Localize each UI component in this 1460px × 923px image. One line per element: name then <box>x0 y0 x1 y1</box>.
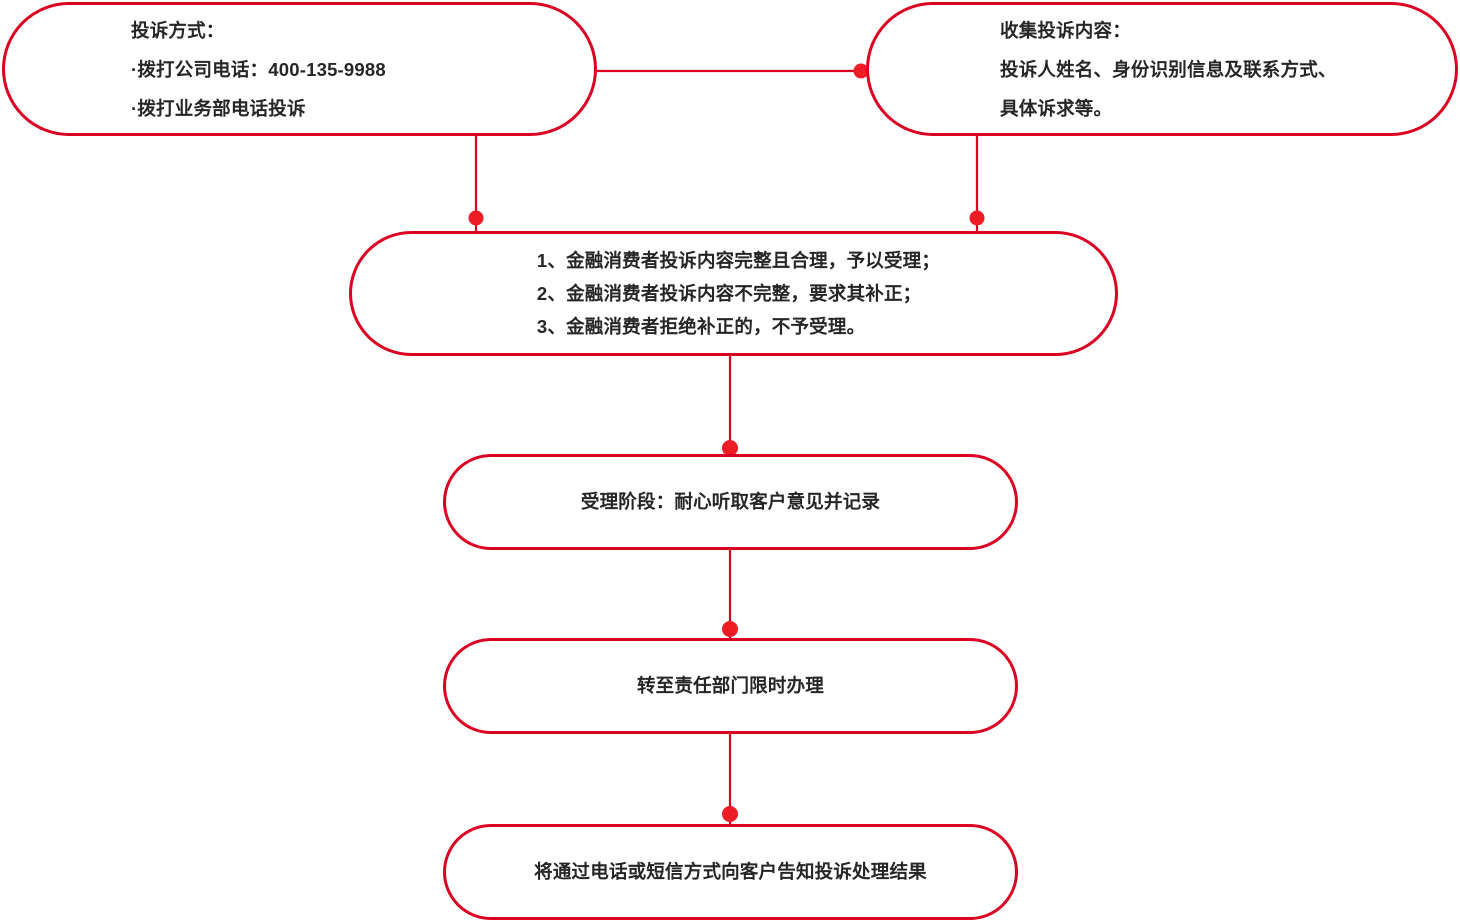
node-complaint-method-line-3: ·拨打业务部电话投诉 <box>131 97 306 119</box>
node-transfer-dept[interactable]: 转至责任部门限时办理 <box>443 638 1018 734</box>
node-collect-content-line-3: 具体诉求等。 <box>1000 97 1113 119</box>
connector-method-to-collect <box>597 63 869 79</box>
node-collect-content-line-2: 投诉人姓名、身份识别信息及联系方式、 <box>1000 58 1337 80</box>
node-transfer-dept-label: 转至责任部门限时办理 <box>636 675 824 696</box>
connector-listen-to-transfer <box>722 550 738 639</box>
acceptance-rule-item-1: 1、金融消费者投诉内容完整且合理，予以受理； <box>536 250 941 271</box>
connector-collect-to-rules <box>969 136 985 232</box>
acceptance-rules-list: 1、金融消费者投诉内容完整且合理，予以受理； 2、金融消费者投诉内容不完整，要求… <box>537 244 940 343</box>
node-listen-record-label: 受理阶段：耐心听取客户意见并记录 <box>580 491 881 512</box>
node-collect-content-line-1: 收集投诉内容： <box>1000 19 1131 41</box>
node-listen-record[interactable]: 受理阶段：耐心听取客户意见并记录 <box>443 454 1018 550</box>
node-complaint-method-line-2: ·拨打公司电话：400-135-9988 <box>131 58 386 80</box>
node-notify-result[interactable]: 将通过电话或短信方式向客户告知投诉处理结果 <box>443 824 1018 920</box>
connector-rules-to-listen <box>722 356 738 456</box>
node-complaint-method-line-1: 投诉方式： <box>131 19 225 41</box>
connector-method-to-rules <box>468 136 484 232</box>
acceptance-rule-item-3: 3、金融消费者拒绝补正的，不予受理。 <box>536 316 866 337</box>
node-notify-result-label: 将通过电话或短信方式向客户告知投诉处理结果 <box>534 861 927 882</box>
node-complaint-method[interactable]: 投诉方式： ·拨打公司电话：400-135-9988 ·拨打业务部电话投诉 <box>2 2 597 136</box>
node-acceptance-rules[interactable]: 1、金融消费者投诉内容完整且合理，予以受理； 2、金融消费者投诉内容不完整，要求… <box>349 231 1118 356</box>
node-collect-content[interactable]: 收集投诉内容： 投诉人姓名、身份识别信息及联系方式、 具体诉求等。 <box>866 2 1458 136</box>
connector-transfer-to-notify <box>722 734 738 825</box>
acceptance-rule-item-2: 2、金融消费者投诉内容不完整，要求其补正； <box>536 283 922 304</box>
